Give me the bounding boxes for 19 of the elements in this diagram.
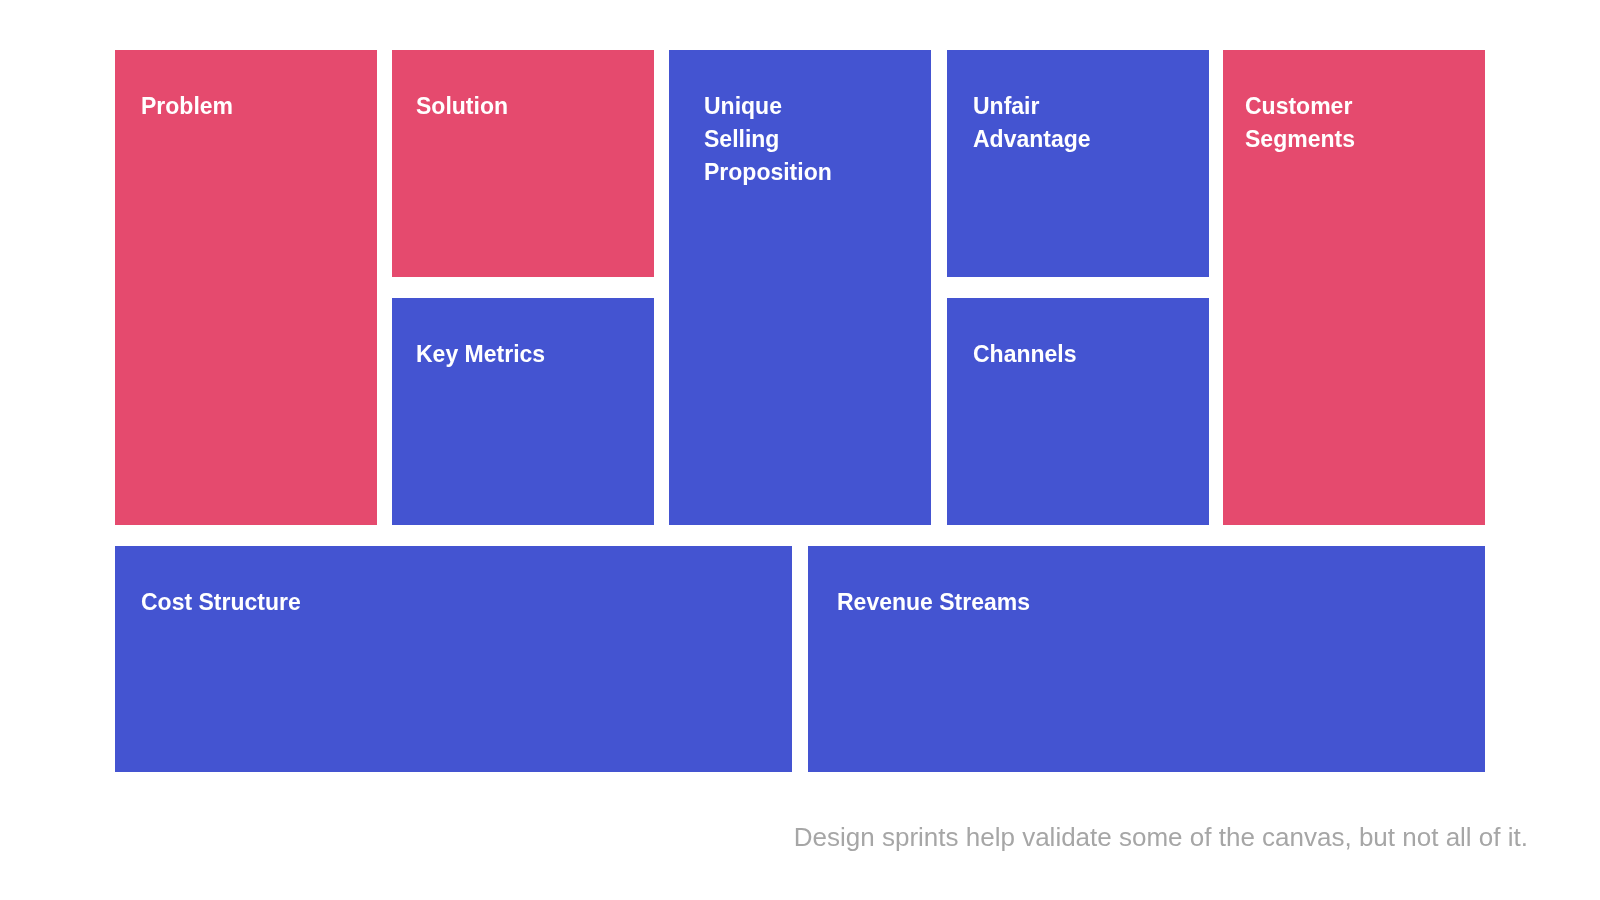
block-title: Unfair Advantage: [973, 92, 1092, 154]
block-title: Unique Selling Proposition: [704, 92, 833, 187]
canvas-block: [115, 546, 792, 772]
caption: Design sprints help validate some of the canvas, but not all of it.: [793, 822, 1528, 853]
canvas-block: [669, 50, 931, 525]
canvas-block: [392, 298, 654, 525]
canvas-block: [392, 50, 654, 277]
canvas-block: [947, 298, 1209, 525]
block-title: Key Metrics: [416, 340, 546, 369]
block-title: Customer Segments: [1245, 92, 1356, 154]
block-title: Channels: [973, 340, 1077, 369]
block-title: Cost Structure: [141, 588, 301, 617]
canvas-block: [947, 50, 1209, 277]
canvas-block: [115, 50, 377, 525]
canvas-block: [808, 546, 1485, 772]
canvas-block: [1223, 50, 1485, 525]
block-title: Solution: [416, 92, 508, 121]
block-title: Revenue Streams: [837, 588, 1031, 617]
block-title: Problem: [141, 92, 234, 121]
